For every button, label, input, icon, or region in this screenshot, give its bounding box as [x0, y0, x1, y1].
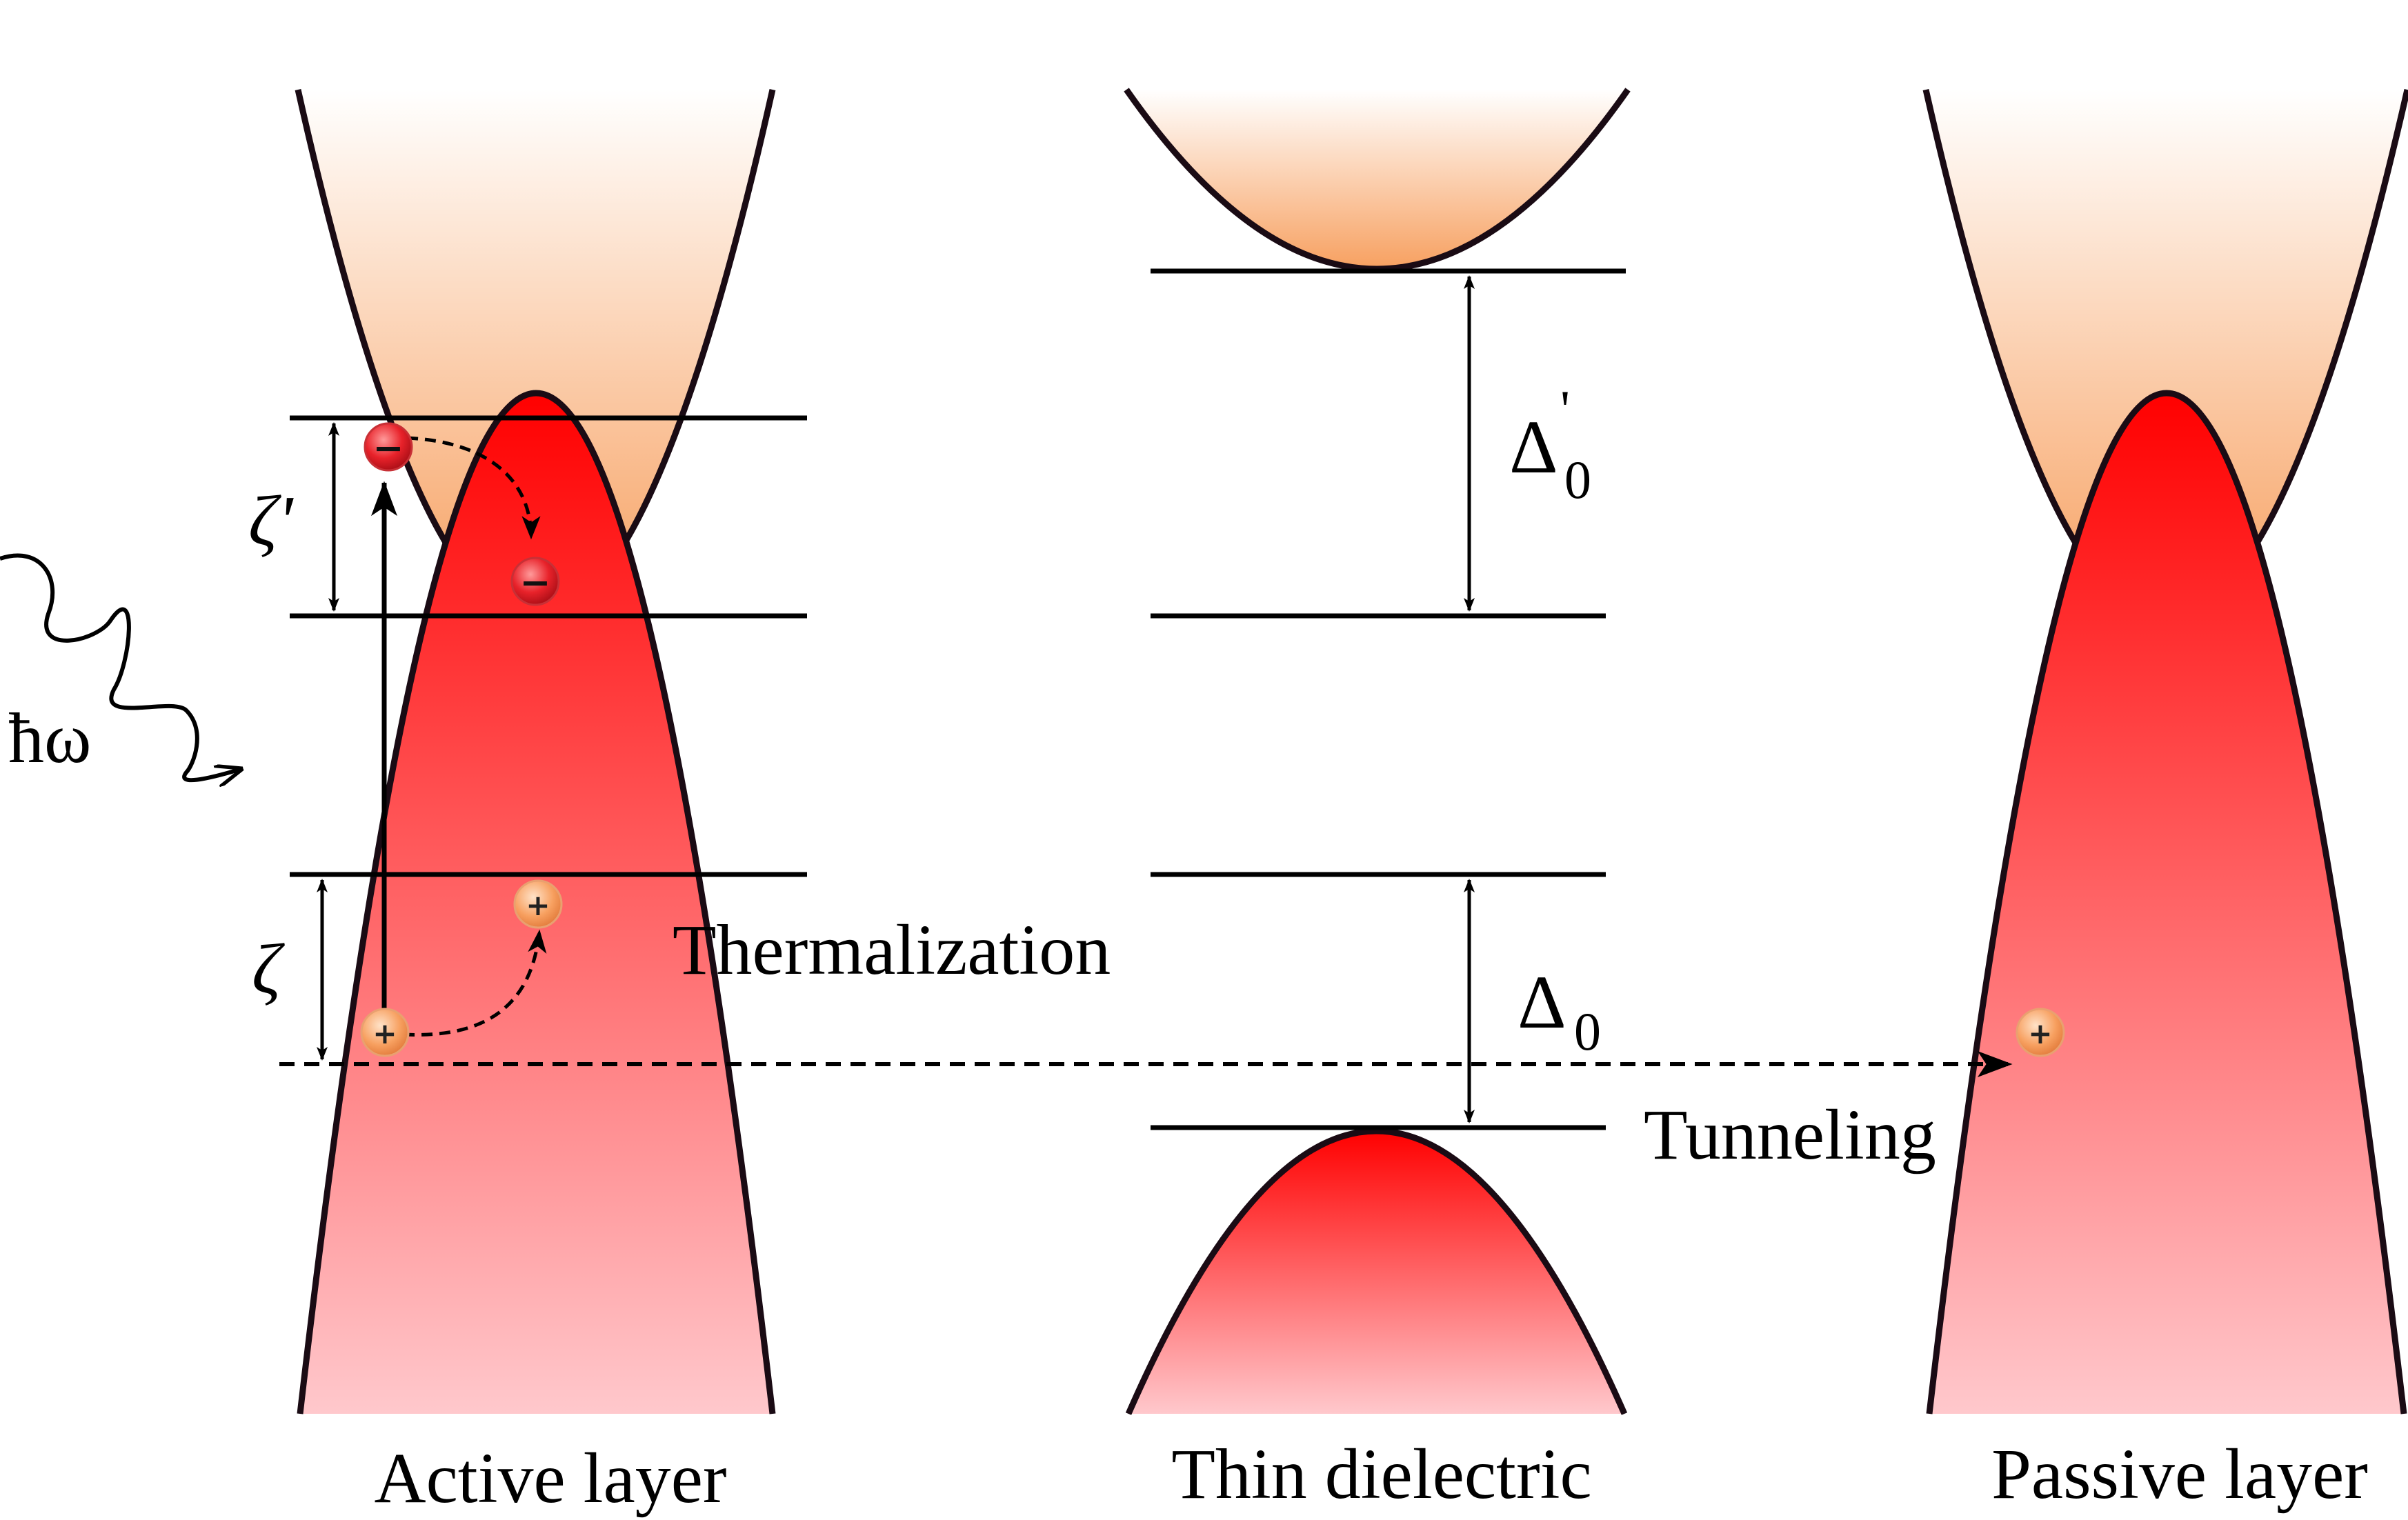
electron-thermalized: −: [510, 557, 560, 606]
hole-thermalization-path: [403, 929, 547, 1037]
delta-prime-mark: ': [1560, 379, 1570, 439]
passive-valence-curve: [1926, 390, 2407, 1414]
hole-excited: +: [360, 1008, 410, 1057]
thermalization-label: Thermalization: [673, 910, 1111, 990]
electron-sign: −: [372, 426, 404, 470]
hole-sign: +: [372, 1017, 397, 1050]
electron-thermalization-path: [406, 436, 541, 540]
region-caption-passive: Passive layer: [1991, 1434, 2368, 1514]
dielectric-valence-curve: [1125, 1128, 1628, 1415]
tunneling-label: Tunneling: [1644, 1095, 1936, 1174]
photon-label: ħω: [8, 699, 91, 778]
delta-base: Δ: [1518, 960, 1566, 1044]
hole-thermalized: +: [513, 879, 563, 929]
hole-sign: +: [526, 888, 550, 922]
zeta-label: ζ: [252, 930, 285, 1009]
passive-layer: +: [1922, 88, 2408, 1414]
delta-prime-base: Δ: [1509, 405, 1558, 489]
active-layer: − − + +: [0, 89, 807, 1414]
delta-prime-subscript: 0: [1564, 450, 1591, 510]
delta-label: Δ 0: [1518, 960, 1601, 1061]
zeta-prime-label: ζ': [248, 481, 294, 561]
thin-dielectric: [1124, 88, 1631, 1415]
hole-tunneled: +: [2016, 1008, 2065, 1057]
region-caption-active: Active layer: [374, 1439, 726, 1518]
electron-sign: −: [519, 561, 550, 604]
photon-wave: [0, 553, 241, 780]
electron-excited: −: [364, 422, 413, 472]
delta-prime-label: Δ ' 0: [1509, 379, 1591, 510]
region-caption-dielectric: Thin dielectric: [1171, 1434, 1591, 1514]
hole-sign: +: [2028, 1017, 2052, 1050]
delta-subscript: 0: [1574, 1001, 1601, 1061]
